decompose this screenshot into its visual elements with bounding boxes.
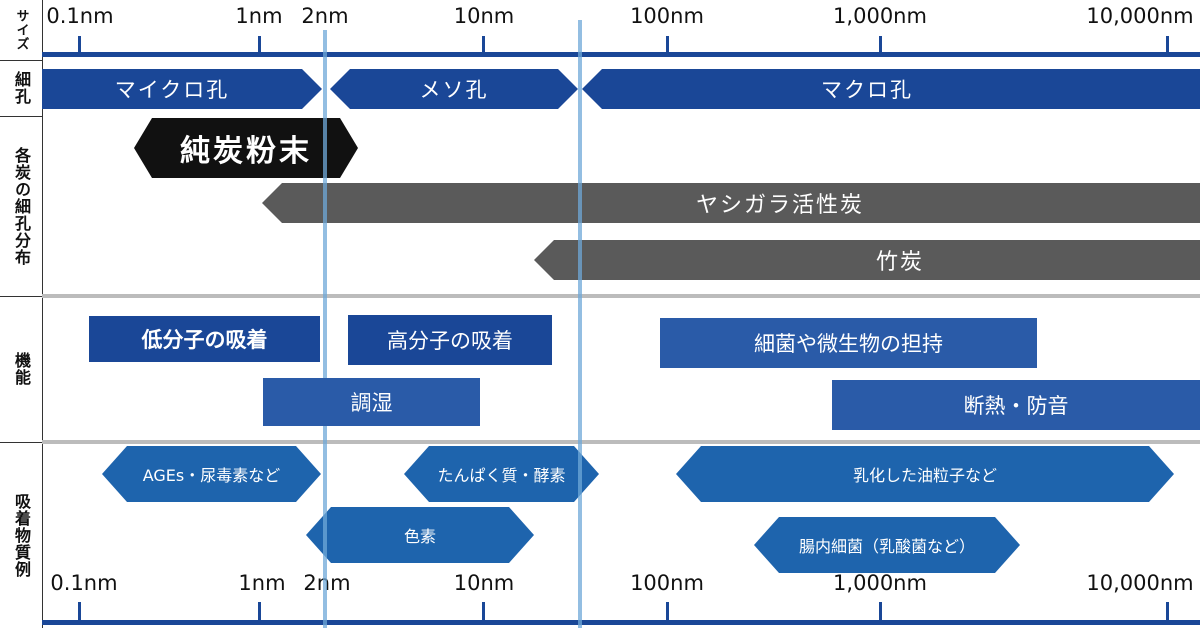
row-label-pores-text: 細孔 [12,71,31,105]
row-label-pores: 細孔 [0,60,42,116]
top-axis-line [42,52,1200,57]
top-tick [258,36,261,54]
bottom-tick-label: 10nm [453,571,515,595]
coconut-carbon-arrow [262,183,1200,223]
mesopore-arrow [330,69,578,109]
function-low-molecular: 低分子の吸着 [89,316,320,362]
bottom-axis-line [42,620,1200,625]
ages-arrow [102,446,321,502]
gut-bacteria-label: 腸内細菌（乳酸菌など） [798,537,975,556]
top-tick-label: 10nm [453,4,515,28]
pure-carbon-label: 純炭粉末 [180,134,312,169]
row-label-size: サイズ [0,0,42,60]
top-tick [482,36,485,54]
label-divider [0,116,42,117]
label-divider [0,442,42,443]
pure-carbon-arrow [134,118,358,178]
top-tick-label: 100nm [630,4,704,28]
section-divider [42,294,1200,298]
guide-line-2nm [323,30,327,628]
top-tick-label: 1,000nm [833,4,927,28]
guide-line-50nm [578,20,582,628]
row-label-distribution-text: 各炭の細孔分布 [12,146,31,266]
pigment-label: 色素 [403,527,436,546]
bottom-tick-label: 1,000nm [833,571,927,595]
bottom-tick-label: 10,000nm [1086,571,1194,595]
bottom-tick [666,602,669,620]
bottom-tick [879,602,882,620]
label-column-border [42,0,43,628]
oil-arrow [676,446,1174,502]
function-humidity: 調湿 [263,378,480,426]
macropore-arrow [582,69,1200,109]
oil-label: 乳化した油粒子など [852,466,997,485]
bottom-tick-label: 100nm [630,571,704,595]
protein-arrow [404,446,599,502]
top-tick-label: 0.1nm [46,4,114,28]
row-label-size-text: サイズ [13,9,29,51]
row-label-adsorbates-text: 吸着物質例 [12,492,31,578]
function-insulation: 断熱・防音 [832,380,1200,430]
top-tick [78,36,81,54]
micropore-arrow [42,69,322,109]
bottom-tick-label: 1nm [238,571,286,595]
bottom-tick-label: 0.1nm [50,571,118,595]
bamboo-carbon-arrow [534,240,1200,280]
top-tick [666,36,669,54]
row-label-distribution: 各炭の細孔分布 [0,116,42,296]
ages-label: AGEs・尿毒素など [142,466,281,485]
function-bacteria-support: 細菌や微生物の担持 [660,318,1037,368]
top-tick [879,36,882,54]
bottom-tick [1166,602,1169,620]
function-high-molecular: 高分子の吸着 [348,315,552,365]
bamboo-carbon-label: 竹炭 [875,250,924,275]
pigment-arrow [306,507,534,563]
protein-label: たんぱく質・酵素 [437,466,566,485]
top-tick [1166,36,1169,54]
bottom-tick [78,602,81,620]
label-divider [0,296,42,297]
label-divider [0,60,42,61]
mesopore-label: メソ孔 [419,78,489,102]
coconut-carbon-label: ヤシガラ活性炭 [695,193,864,218]
gut-bacteria-arrow [754,517,1020,573]
bottom-tick [482,602,485,620]
row-label-adsorbates: 吸着物質例 [0,442,42,628]
row-label-function-text: 機能 [12,352,31,386]
micropore-label: マイクロ孔 [114,78,230,102]
macropore-label: マクロ孔 [821,78,913,102]
section-divider [42,440,1200,444]
top-tick-label: 1nm [235,4,283,28]
bottom-tick [258,602,261,620]
top-tick-label: 2nm [301,4,349,28]
row-label-function: 機能 [0,296,42,442]
top-tick-label: 10,000nm [1086,4,1194,28]
